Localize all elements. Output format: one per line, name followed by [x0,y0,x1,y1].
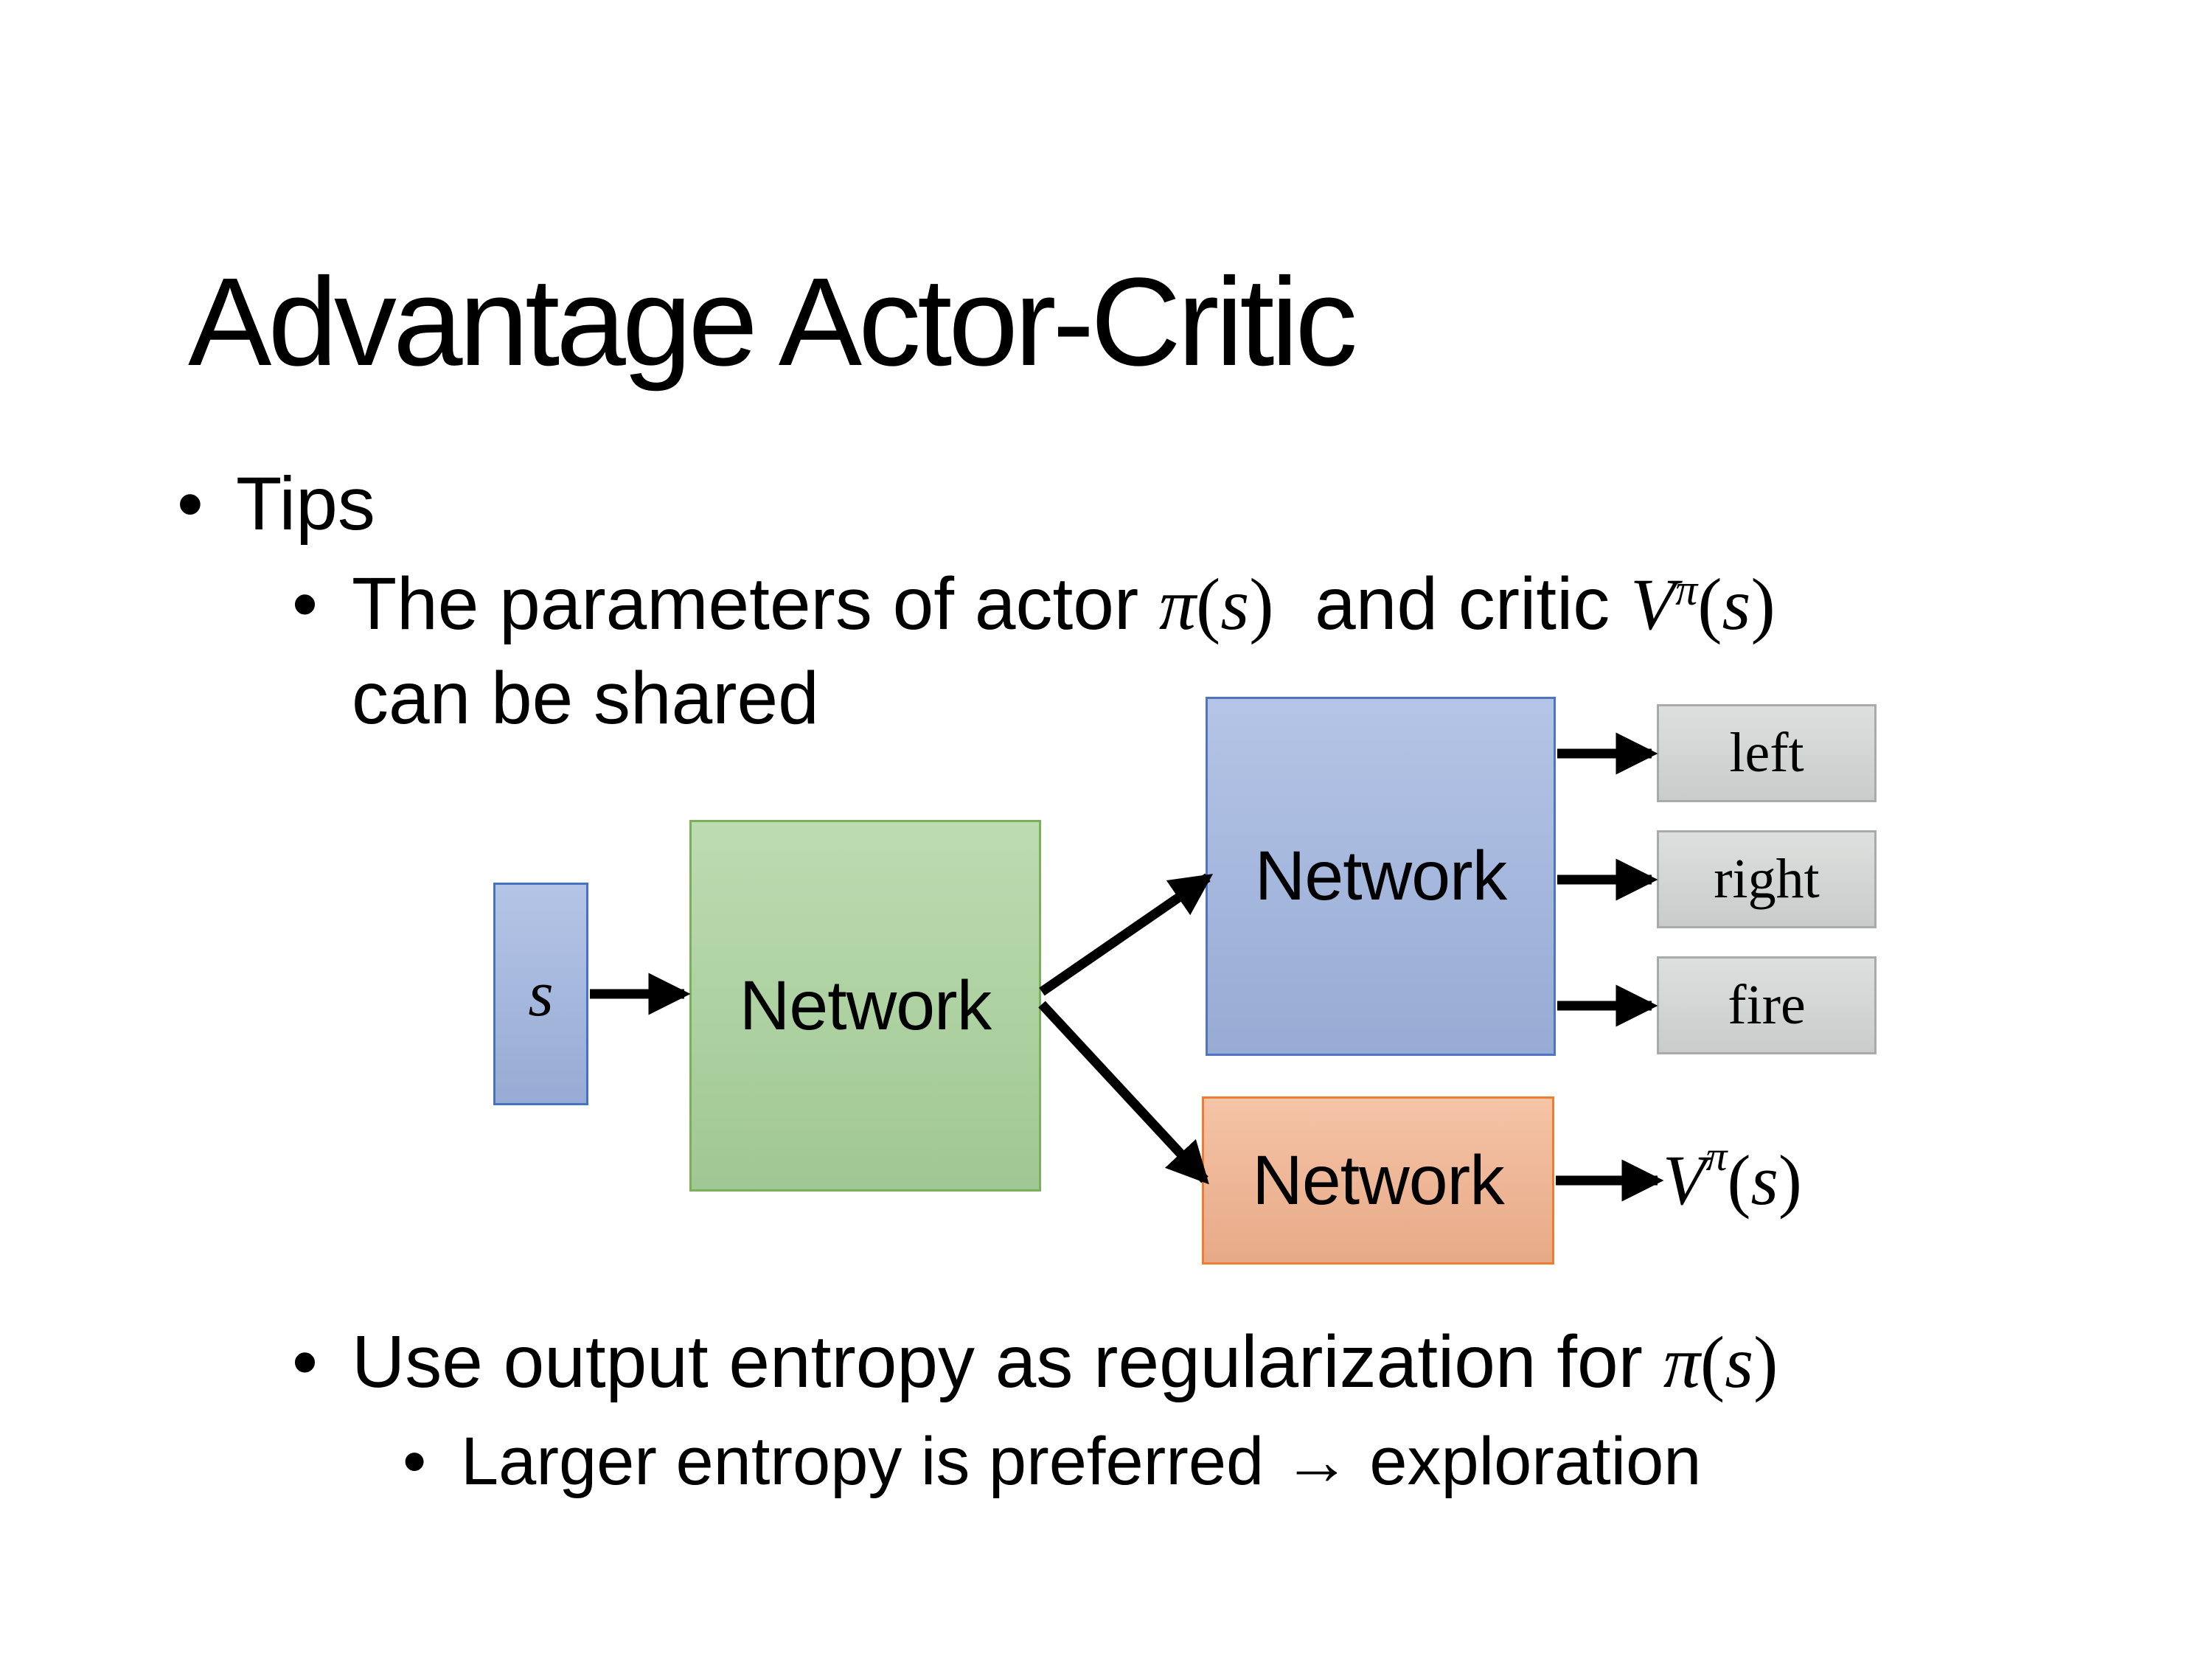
actor-network-box: Network [1206,697,1556,1056]
text-segment: and critic [1273,563,1631,645]
text-segment: ) [1750,563,1775,645]
bullet-larger-entropy: • Larger entropy is preferred → explorati… [403,1419,1701,1504]
arrow-shared-to-actor [1039,873,1214,996]
bullet-shared-params-text: The parameters of actor π(s) and critic … [352,558,1775,650]
text-segment: s [1722,563,1751,645]
action-label-left: left [1729,722,1804,784]
shared-network-box: Network [689,820,1041,1192]
text-segment: π [1158,563,1197,645]
state-input-label: s [528,958,554,1030]
text-segment: V [1663,1140,1706,1220]
text-segment: ( [1196,563,1221,645]
text-segment: ( [1700,1321,1725,1403]
text-segment: π [1675,566,1698,614]
text-segment: π [1663,1321,1700,1403]
bullet-dot: • [177,462,204,546]
text-segment: π [1705,1133,1728,1180]
slide-title: Advantage Actor-Critic [188,251,1357,392]
bullet-entropy-text: Use output entropy as regularization for… [352,1316,1778,1408]
state-input-box: s [493,883,588,1105]
text-segment: s [1220,563,1250,645]
text-segment: ) [1249,563,1274,645]
actor-network-label: Network [1254,837,1507,915]
text-segment: ( [1727,1140,1751,1220]
critic-network-box: Network [1202,1096,1554,1265]
action-label-right: right [1714,848,1820,910]
bullet-dot: • [292,1321,319,1403]
bullet-shared-params-line2-text: can be shared [352,657,819,740]
bullet-entropy-regularization: • Use output entropy as regularization fo… [292,1316,1778,1408]
text-segment: ( [1697,563,1722,645]
bullet-shared-params-line2: can be shared [352,653,819,745]
bullet-dot: • [403,1424,427,1499]
text-segment: Use output entropy as regularization for [352,1321,1663,1403]
action-box-left: left [1657,704,1877,802]
text-segment: V [1630,563,1676,645]
text-segment: ) [1753,1321,1778,1403]
bullet-larger-entropy-text: Larger entropy is preferred → exploratio… [461,1424,1702,1499]
shared-network-label: Network [739,966,992,1045]
bullet-tips-label: Tips [236,462,375,546]
bullet-dot: • [292,563,319,645]
text-segment: The parameters of actor [352,563,1159,645]
action-box-fire: fire [1657,956,1877,1054]
bullet-tips: • Tips [177,457,375,552]
action-box-right: right [1657,830,1877,928]
arrow-shared-to-critic [1038,1001,1209,1185]
text-segment: s [1750,1140,1778,1220]
bullet-shared-params: •The parameters of actor π(s) and critic… [292,558,1775,650]
text-segment: s [1725,1321,1754,1403]
critic-network-label: Network [1252,1141,1504,1220]
action-label-fire: fire [1728,974,1806,1036]
text-segment: ) [1778,1140,1802,1220]
